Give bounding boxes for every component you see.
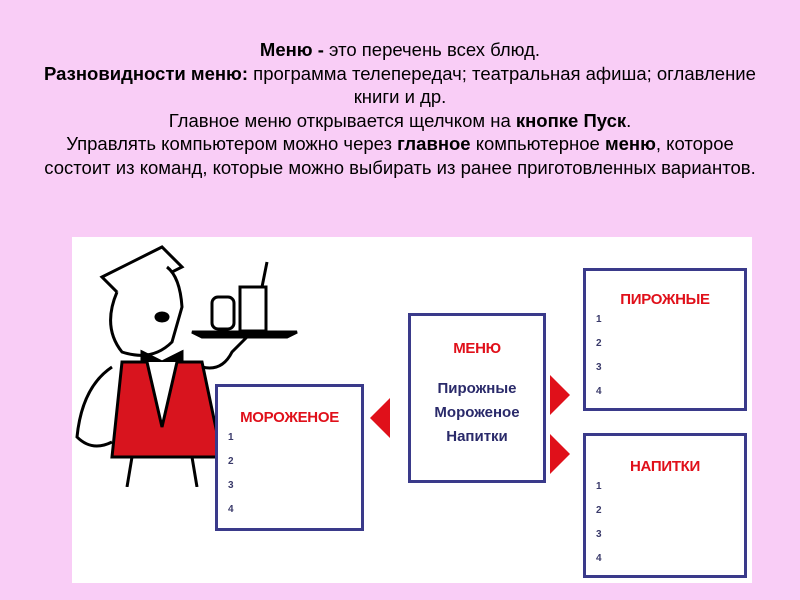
slide-text: Меню - это перечень всех блюд. Разновидн… [40,38,760,179]
text: , которое состоит из команд, которые мож… [44,133,756,178]
box-title: ПИРОЖНЫЕ [620,291,710,308]
arrow-left-icon [370,398,390,438]
term-menu: Меню - [259,39,324,60]
list-item: 2 [596,338,602,349]
list-item: 2 [596,505,602,516]
list-item: 4 [596,553,602,564]
pastries-box: ПИРОЖНЫЕ 1 2 3 4 [583,268,747,411]
box-title: НАПИТКИ [629,458,701,475]
text: это перечень всех блюд. [323,39,541,60]
term-kinds: Разновидности меню: [44,62,249,84]
box-title: МОРОЖЕНОЕ [240,409,339,426]
list-item: 2 [228,456,234,467]
arrow-right-icon [550,434,570,474]
text: программа телепередач; театральная афиша… [248,62,756,108]
illustration-panel: МОРОЖЕНОЕ 1 2 3 4 МЕНЮ Пирожные Морожено… [72,237,752,583]
arrow-right-icon [550,375,570,415]
menu-item: Мороженое [434,404,520,421]
list-item: 1 [596,481,602,492]
menu-item: Пирожные [437,380,517,397]
list-item: 4 [596,386,602,397]
waiter-illustration [75,245,298,487]
list-item: 3 [596,362,602,373]
menu-item: Напитки [446,428,508,445]
text: компьютерное [470,133,605,154]
text: Управлять компьютером можно через [66,133,398,154]
text: . [626,109,632,131]
list-item: 3 [228,480,234,491]
text: Главное меню открывается щелчком на [168,109,516,131]
menu-box: МЕНЮ Пирожные Мороженое Напитки [408,313,546,483]
list-item: 1 [596,314,602,325]
term-menu2: меню [604,133,656,154]
term-start: кнопке Пуск [515,109,627,131]
box-title: МЕНЮ [453,340,501,357]
list-item: 3 [596,529,602,540]
term-main: главное [397,133,471,154]
icecream-box: МОРОЖЕНОЕ 1 2 3 4 [215,384,364,531]
list-item: 4 [228,504,234,515]
drinks-box: НАПИТКИ 1 2 3 4 [583,433,747,578]
list-item: 1 [228,432,234,443]
